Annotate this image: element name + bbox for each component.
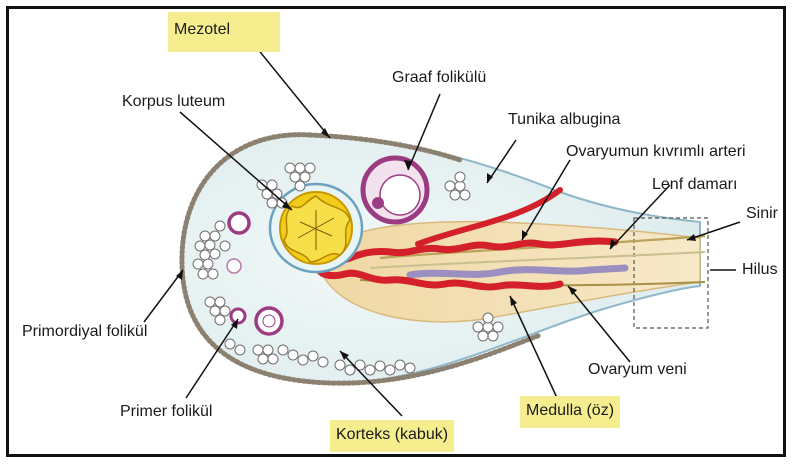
corpus-luteum [280, 192, 352, 264]
label-sinir: Sinir [746, 204, 778, 224]
label-hilus: Hilus [742, 260, 778, 280]
label-ovaryum-veni: Ovaryum veni [588, 360, 687, 380]
label-korteks: Korteks (kabuk) [330, 420, 454, 452]
label-lenf-damari: Lenf damarı [652, 175, 737, 195]
label-ovaryum-arter: Ovaryumun kıvrımlı arteri [566, 142, 746, 162]
graafian-follicle [363, 158, 427, 222]
label-mezotel: Mezotel [168, 12, 280, 52]
label-primer-folikul: Primer folikül [120, 402, 212, 422]
label-korpus-luteum: Korpus luteum [122, 92, 225, 112]
label-primordiyal-folikul: Primordiyal folikül [22, 322, 147, 342]
label-medulla: Medulla (öz) [520, 396, 620, 428]
primary-follicle [231, 309, 245, 323]
label-graaf-folikulu: Graaf folikülü [392, 68, 486, 88]
label-tunika-albugina: Tunika albugina [508, 110, 620, 130]
